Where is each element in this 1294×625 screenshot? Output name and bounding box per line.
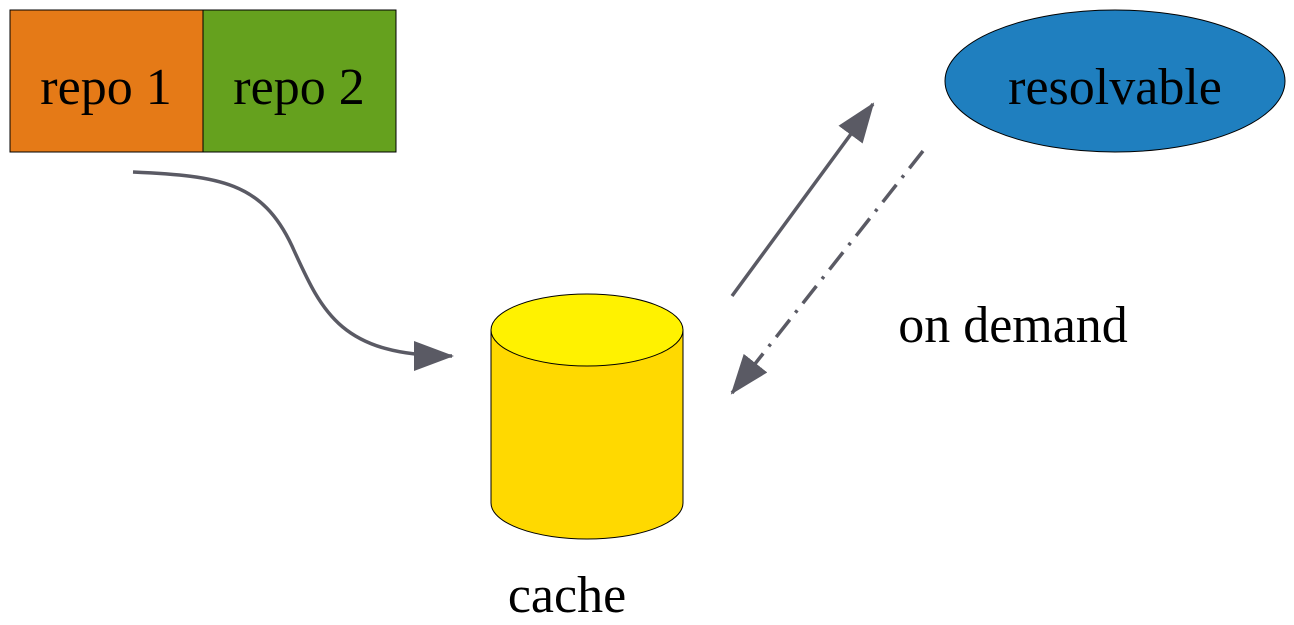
cache-cylinder-body bbox=[490, 329, 684, 540]
resolvable-node: resolvable bbox=[944, 9, 1286, 153]
cache-to-resolvable-arrow bbox=[730, 102, 875, 298]
resolvable-to-cache-arrow bbox=[730, 149, 925, 395]
resolvable-label: resolvable bbox=[1008, 59, 1222, 116]
repo-2-box bbox=[202, 9, 397, 153]
repo-1-node: repo 1 bbox=[9, 9, 204, 153]
repo-1-label: repo 1 bbox=[40, 59, 171, 116]
cache-cylinder-top bbox=[490, 293, 684, 367]
on-demand-label: on demand bbox=[898, 297, 1128, 354]
repo-2-label: repo 2 bbox=[233, 59, 364, 116]
repo-1-box bbox=[9, 9, 204, 153]
cache-node: cache bbox=[490, 293, 684, 624]
resolvable-ellipse bbox=[944, 9, 1286, 153]
cache-label: cache bbox=[508, 567, 626, 624]
repos-to-cache-arrow bbox=[132, 170, 454, 371]
repo-2-node: repo 2 bbox=[202, 9, 397, 153]
